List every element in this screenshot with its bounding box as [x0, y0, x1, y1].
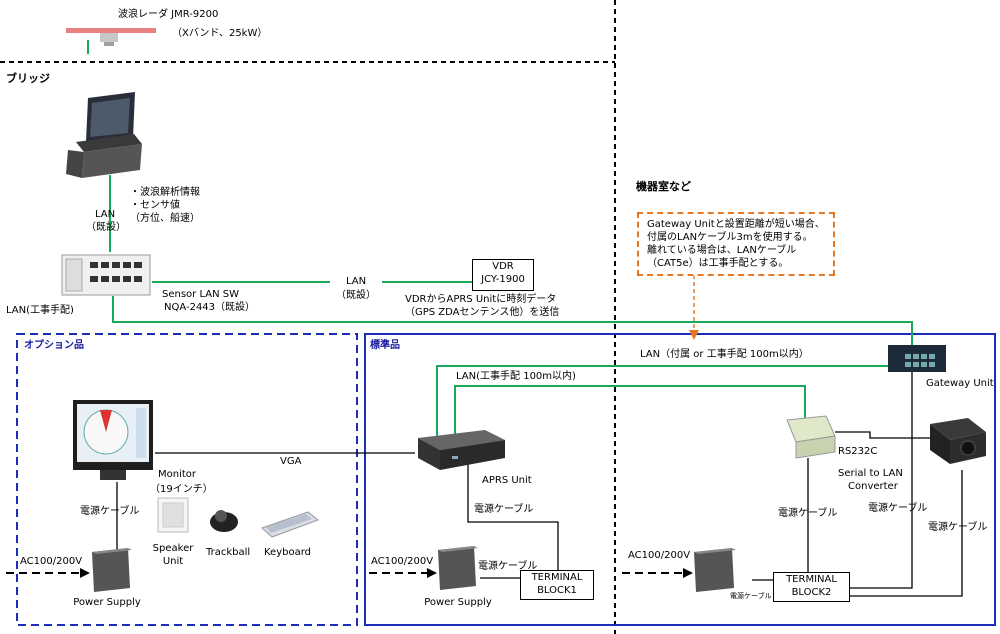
lan-existing-sub: （既設） — [86, 222, 126, 233]
zone-bridge: ブリッジ — [6, 72, 50, 85]
tb2-line-2: BLOCK2 — [791, 587, 832, 598]
ac-label-1: AC100/200V — [20, 556, 83, 567]
lan-gateway-label: LAN（付属 or 工事手配 100m以内） — [640, 349, 809, 360]
speaker-label-2: Unit — [162, 556, 184, 567]
lan-aprs-label: LAN(工事手配 100m以内) — [456, 371, 576, 382]
monitor-icon — [73, 400, 153, 480]
power-supply-icon-1 — [92, 548, 132, 592]
terminal-block-1: TERMINAL BLOCK1 — [520, 570, 594, 600]
lan-gateway-line — [436, 365, 890, 440]
sensor-sw-name: Sensor LAN SW — [162, 289, 239, 300]
sensor-sw-model: NQA-2443（既設） — [164, 302, 256, 313]
gateway-unit-icon — [888, 345, 946, 372]
aprs-unit-icon — [418, 430, 505, 470]
lan-existing-label: LAN — [94, 209, 116, 220]
speaker-unit-icon — [157, 497, 189, 533]
lan-aprs-line — [454, 385, 806, 440]
converter-label-2: Converter — [848, 481, 898, 492]
lan-work-line — [112, 296, 913, 345]
ac-label-3: AC100/200V — [628, 550, 691, 561]
cable-monitor-label: 電源ケーブル — [80, 506, 140, 517]
power-supply-label-2: Power Supply — [424, 597, 492, 608]
standard-zone — [364, 333, 996, 626]
option-zone — [16, 333, 358, 626]
speaker-label-1: Speaker — [152, 543, 194, 554]
power-supply-label-1: Power Supply — [73, 597, 141, 608]
lan-vdr-label: LAN — [330, 275, 382, 288]
keyboard-icon — [261, 511, 320, 538]
vdr-note-2: （GPS ZDAセンテンス他）を送信 — [405, 307, 560, 318]
power-supply-icon-3 — [694, 548, 736, 592]
rs232c-cable — [835, 431, 930, 439]
cable-aprs-label: 電源ケーブル — [474, 504, 534, 515]
cable-camera-label: 電源ケーブル — [928, 522, 988, 533]
gateway-note-line-3: 離れている場合は、LANケーブル — [647, 245, 797, 256]
display-info-1: ・波浪解析情報 — [130, 187, 200, 198]
terminal-block-2: TERMINAL BLOCK2 — [773, 572, 850, 602]
vdr-name: VDR — [492, 261, 514, 272]
gateway-note-line-2: 付属のLANケーブル3mを使用する。 — [647, 232, 813, 243]
gateway-note-line-1: Gateway Unitと設置距離が短い場合、 — [647, 219, 825, 230]
tb1-line-2: BLOCK1 — [537, 585, 577, 596]
vdr-box: VDR JCY-1900 — [472, 259, 534, 291]
display-info-3: （方位、船速） — [130, 213, 200, 224]
ac-label-2: AC100/200V — [371, 556, 434, 567]
cable-gateway-label: 電源ケーブル — [868, 503, 928, 514]
keyboard-label: Keyboard — [264, 547, 312, 558]
gateway-cable-note: Gateway Unitと設置距離が短い場合、 付属のLANケーブル3mを使用す… — [637, 212, 835, 276]
tb1-line-1: TERMINAL — [531, 572, 583, 583]
tb2-line-1: TERMINAL — [786, 574, 837, 585]
vga-label: VGA — [280, 456, 302, 467]
vdr-model: JCY-1900 — [481, 274, 525, 285]
lan-vdr-sub: （既設） — [336, 290, 376, 301]
radar-title: 波浪レーダ JMR-9200 — [118, 9, 219, 20]
camera-sensor-icon — [930, 418, 986, 464]
gateway-unit-label: Gateway Unit — [926, 378, 994, 389]
radar-antenna-icon — [66, 28, 156, 46]
vdr-note-1: VDRからAPRS Unitに時刻データ — [405, 294, 557, 305]
lan-work-label: LAN(工事手配) — [6, 305, 74, 316]
cable-ps2-label: 電源ケーブル — [478, 561, 538, 572]
rs232c-label: RS232C — [838, 446, 878, 457]
zone-machine-room: 機器室など — [636, 180, 691, 193]
serial-lan-converter-icon — [786, 415, 836, 459]
camera-power-cable — [848, 470, 963, 597]
gateway-power-cable — [848, 372, 913, 589]
monitor-size-label: （19インチ） — [150, 484, 213, 495]
power-supply-icon-2 — [438, 546, 478, 590]
monitor-label: Monitor — [158, 469, 197, 480]
cable-ps3-label: 電源ケーブル — [730, 592, 772, 600]
cable-converter-label: 電源ケーブル — [778, 508, 838, 519]
converter-label-1: Serial to LAN — [838, 468, 903, 479]
display-info-2: ・センサ値 — [130, 200, 180, 211]
gateway-note-line-4: （CAT5e）は工事手配とする。 — [647, 258, 789, 269]
radar-console-icon — [66, 92, 142, 178]
trackball-icon — [210, 510, 238, 532]
zone-option: オプション品 — [24, 340, 84, 351]
radar-spec: （Xバンド、25kW） — [172, 28, 268, 39]
aprs-power-cable — [467, 462, 559, 575]
aprs-unit-label: APRS Unit — [482, 475, 532, 486]
trackball-label: Trackball — [206, 547, 251, 558]
zone-standard: 標準品 — [370, 340, 400, 351]
sensor-lan-switch-icon — [61, 254, 151, 296]
